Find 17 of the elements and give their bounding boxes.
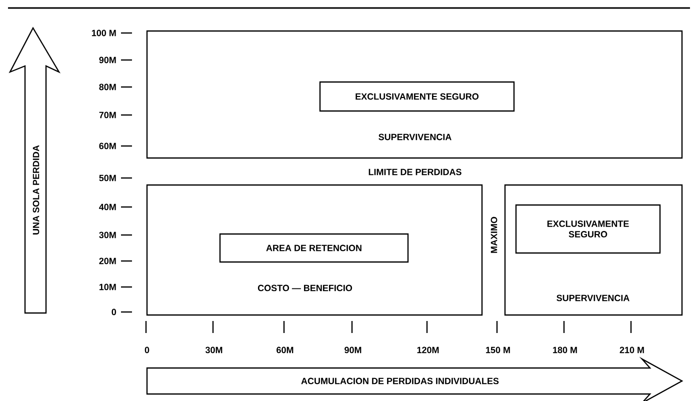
axis-label: 0: [144, 346, 150, 354]
axis-label: 50M: [99, 174, 116, 182]
label-box: EXCLUSIVAMENTE SEGURO: [319, 81, 515, 112]
axis-label: 10M: [99, 284, 116, 290]
axis-label: 70M: [99, 112, 116, 118]
axis-label: 20M: [99, 258, 116, 264]
axis-label: 0: [112, 308, 116, 316]
axis-label: 80M: [99, 84, 116, 90]
axis-label: 60M: [99, 142, 116, 150]
axis-label: 40M: [99, 204, 116, 210]
axis-label: 100 M: [92, 30, 116, 36]
limit-label: LIMITE DE PERDIDAS: [368, 168, 462, 176]
label-box: EXCLUSIVAMENTE SEGURO: [515, 204, 661, 254]
axis-label: 90M: [99, 56, 116, 64]
axis-label: 30M: [99, 232, 116, 238]
limit-label: MAXIMO: [490, 216, 498, 253]
label-box: AREA DE RETENCION: [219, 233, 409, 263]
